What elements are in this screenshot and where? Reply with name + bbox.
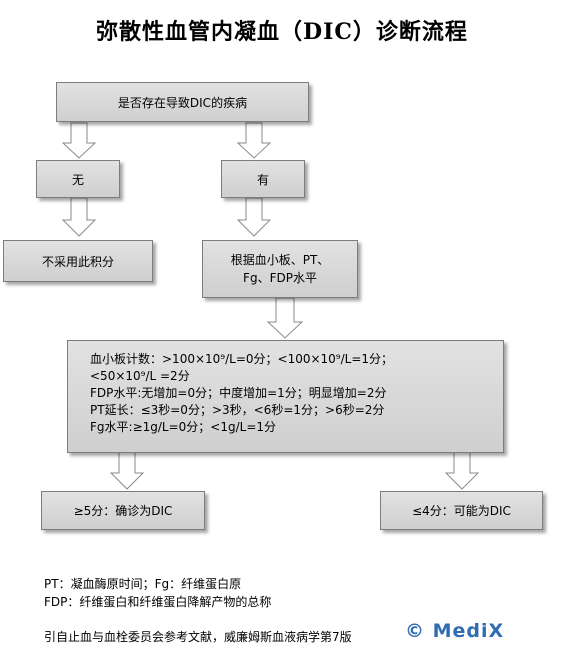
scoring-criteria-box: 血小板计数：>100×10⁹/L=0分；<100×10⁹/L=1分； <50×1… xyxy=(67,340,504,453)
arrow-start-to-yes xyxy=(236,122,272,159)
arrow-no-to-result xyxy=(61,197,97,237)
start-box-label: 是否存在导致DIC的疾病 xyxy=(117,95,248,110)
page-title: 弥散性血管内凝血（DIC）诊断流程 xyxy=(96,19,468,45)
score-basis-line1: 根据血小板、PT、 xyxy=(230,253,330,267)
diagnosis-possible-box: ≤4分：可能为DIC xyxy=(380,491,543,530)
diagnosis-possible-label: ≤4分：可能为DIC xyxy=(412,504,511,518)
diagnosis-confirmed-box: ≥5分：确诊为DIC xyxy=(41,491,205,530)
yes-box-label: 有 xyxy=(256,172,269,187)
arrow-start-to-no xyxy=(61,122,97,159)
criteria-pt: PT延长：≤3秒=0分；>3秒，<6秒=1分；>6秒=2分 xyxy=(90,403,385,417)
footnote-pt-fg: PT：凝血酶原时间；Fg：纤维蛋白原 xyxy=(44,577,242,591)
medix-logo: © MediX xyxy=(405,620,505,642)
score-basis-box: 根据血小板、PT、 Fg、FDP水平 xyxy=(202,240,358,298)
criteria-platelet-cont: <50×10⁹/L =2分 xyxy=(90,369,190,383)
arrow-yes-to-score xyxy=(236,197,272,237)
diagnosis-confirmed-label: ≥5分：确诊为DIC xyxy=(73,504,173,518)
criteria-fdp: FDP水平:无增加=0分；中度增加=1分；明显增加=2分 xyxy=(90,386,387,400)
no-score-label: 不采用此积分 xyxy=(41,254,114,269)
criteria-platelet: 血小板计数：>100×10⁹/L=0分；<100×10⁹/L=1分； xyxy=(90,352,394,366)
no-score-box: 不采用此积分 xyxy=(3,240,153,282)
no-box-label: 无 xyxy=(71,172,84,187)
footnote-fdp: FDP：纤维蛋白和纤维蛋白降解产物的总称 xyxy=(44,595,272,609)
no-box: 无 xyxy=(36,160,120,198)
start-box: 是否存在导致DIC的疾病 xyxy=(56,82,309,122)
arrow-score-to-criteria xyxy=(266,297,304,339)
source-citation: 引自止血与血栓委员会参考文献，威廉姆斯血液病学第7版 xyxy=(44,630,352,644)
criteria-fg: Fg水平:≥1g/L=0分；<1g/L=1分 xyxy=(90,420,277,434)
arrow-criteria-to-possible xyxy=(444,451,480,490)
arrow-criteria-to-confirmed xyxy=(109,451,145,490)
yes-box: 有 xyxy=(221,160,305,198)
score-basis-line2: Fg、FDP水平 xyxy=(243,271,317,285)
